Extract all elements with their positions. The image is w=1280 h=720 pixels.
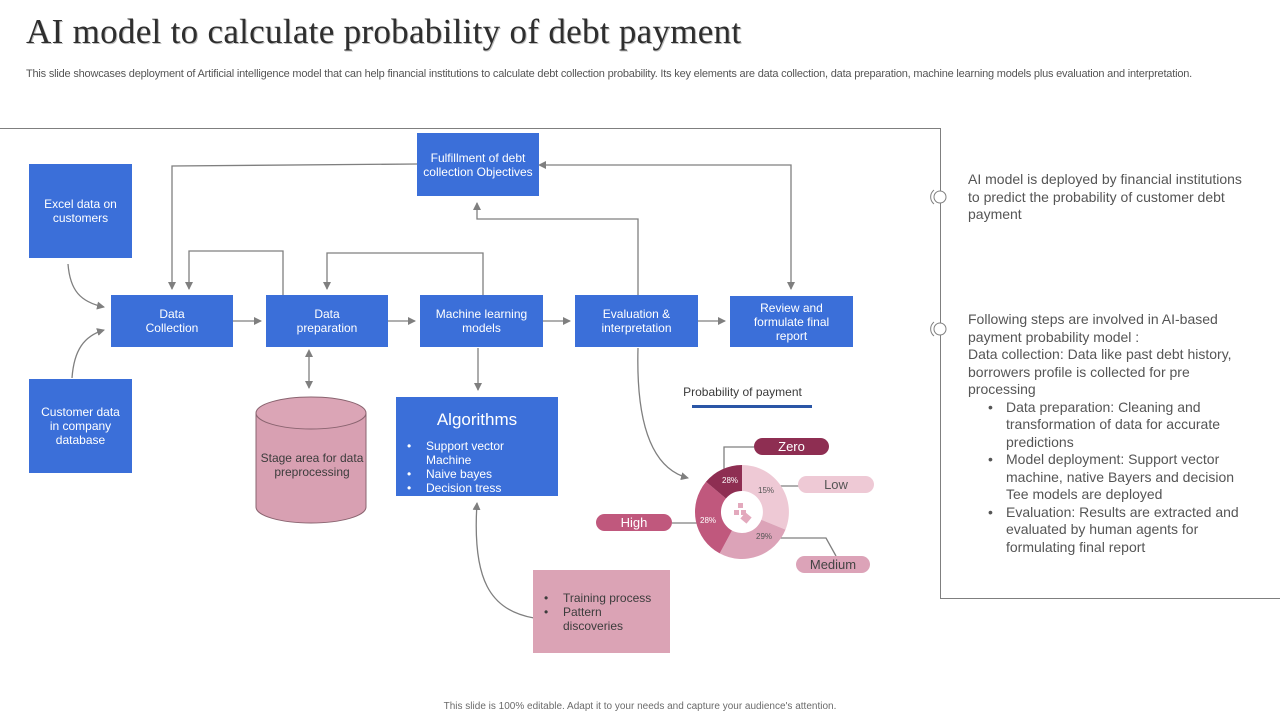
slide-title: AI model to calculate probability of deb… [26,12,742,51]
flow-machine-learning-models[interactable]: Machine learning models [420,295,543,347]
flow-data-collection-label: Data Collection [145,307,199,335]
training-list: Training process Pattern discoveries [539,591,664,633]
frame-divider-bottom [940,598,1280,599]
pct-label-zero: 28% [722,476,739,485]
source-customer-database-label: Customer data in company database [41,405,120,447]
algorithm-item: Support vector Machine [407,439,552,467]
chart-title: Probability of payment [683,385,802,399]
probability-donut-chart [694,465,789,559]
pct-label-low: 15% [758,486,775,495]
side-steps-list: Data preparation: Cleaning and transform… [968,399,1248,557]
slide-subtitle: This slide showcases deployment of Artif… [26,68,1193,80]
flow-machine-learning-models-label: Machine learning models [435,307,528,335]
frame-divider-right [940,128,941,599]
flow-evaluation-interpretation[interactable]: Evaluation & interpretation [575,295,698,347]
legend-pill-low: Low [798,476,874,493]
legend-pill-zero: Zero [754,438,829,455]
source-customer-database[interactable]: Customer data in company database [29,379,132,473]
source-excel-data-label: Excel data on customers [44,197,117,225]
flow-data-collection[interactable]: Data Collection [111,295,233,347]
source-excel-data[interactable]: Excel data on customers [29,164,132,258]
side-steps-block: Following steps are involved in AI-based… [968,311,1248,556]
flow-evaluation-interpretation-label: Evaluation & interpretation [601,307,672,335]
legend-pill-high: High [596,514,672,531]
staging-area-label: Stage area for data preprocessing [260,451,364,479]
objective-label: Fulfillment of debt collection Objective… [423,150,533,179]
flow-review-final-report[interactable]: Review and formulate final report [730,296,853,347]
side-step-item: Evaluation: Results are extracted and ev… [988,504,1248,557]
training-box[interactable]: Training process Pattern discoveries [533,570,670,653]
flow-data-preparation-label: Data preparation [296,307,358,335]
algorithms-list: Support vector Machine Naive bayes Decis… [402,439,552,495]
legend-pill-medium: Medium [796,556,870,573]
chart-title-underline [692,405,812,408]
algorithms-title: Algorithms [436,410,518,429]
side-step-item: Model deployment: Support vector machine… [988,451,1248,504]
training-item: Pattern discoveries [544,605,664,633]
center-decoration-icon [734,503,752,524]
footer-note: This slide is 100% editable. Adapt it to… [443,701,837,712]
flow-review-final-report-label: Review and formulate final report [753,300,830,343]
training-item: Training process [544,591,664,605]
side-steps-heading: Following steps are involved in AI-based… [968,311,1218,345]
side-steps-first: Data collection: Data like past debt his… [968,346,1232,397]
side-step-item: Data preparation: Cleaning and transform… [988,399,1248,452]
algorithms-box[interactable]: Algorithms Support vector Machine Naive … [396,397,558,496]
pct-label-high: 28% [700,516,717,525]
side-intro-text: AI model is deployed by financial instit… [968,171,1242,222]
pct-label-medium: 29% [756,532,773,541]
objective-box[interactable]: Fulfillment of debt collection Objective… [417,133,539,196]
staging-cylinder-shape [255,396,367,524]
algorithm-item: Decision tress [407,481,552,495]
algorithm-item: Naive bayes [407,467,552,481]
flow-data-preparation[interactable]: Data preparation [266,295,388,347]
frame-divider-top [0,128,940,129]
